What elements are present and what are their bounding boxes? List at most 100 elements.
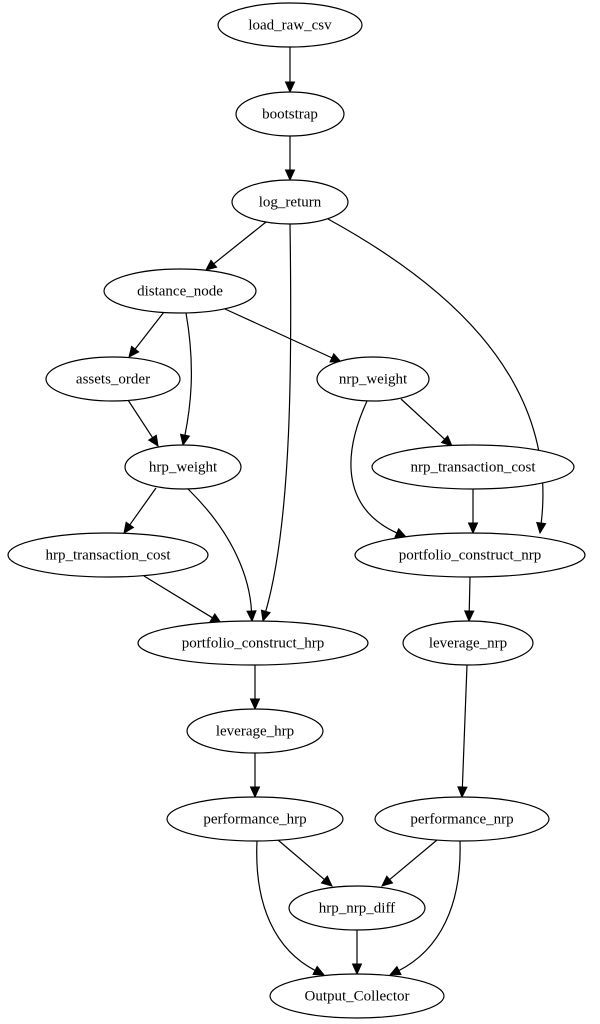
arrowhead-icon xyxy=(457,786,468,799)
node-label: hrp_nrp_diff xyxy=(319,900,395,916)
edge-hrp_weight-to-portfolio_construct_hrp xyxy=(187,488,257,623)
arrowhead-icon xyxy=(179,433,191,447)
edge-nrp_transaction_cost-to-portfolio_construct_nrp xyxy=(467,489,479,535)
edge-bootstrap-to-log_return xyxy=(284,136,296,182)
edge-distance_node-to-hrp_weight xyxy=(179,312,192,447)
edge-line xyxy=(134,311,165,351)
node-assets-order: assets_order xyxy=(45,356,181,402)
edge-portfolio_construct_hrp-to-leverage_hrp xyxy=(249,665,261,711)
edge-leverage_nrp-to-performance_nrp xyxy=(457,664,468,799)
arrowhead-icon xyxy=(312,965,326,976)
edge-log_return-to-distance_node xyxy=(205,221,267,271)
node-ellipse xyxy=(235,91,345,137)
node-label: hrp_transaction_cost xyxy=(46,547,172,563)
node-log-return: log_return xyxy=(231,179,349,225)
node-label: hrp_weight xyxy=(149,459,218,475)
arrowhead-icon xyxy=(388,965,402,976)
edge-performance_hrp-to-hrp_nrp_diff xyxy=(277,839,333,887)
node-ellipse xyxy=(316,356,430,402)
arrowhead-icon xyxy=(249,698,261,711)
arrowhead-icon xyxy=(123,521,135,534)
node-label: portfolio_construct_hrp xyxy=(182,635,324,651)
node-ellipse xyxy=(374,796,550,842)
edge-line xyxy=(350,400,399,534)
edge-leverage_hrp-to-performance_hrp xyxy=(249,753,261,799)
node-bootstrap: bootstrap xyxy=(235,91,345,137)
node-portfolio-construct-hrp: portfolio_construct_hrp xyxy=(137,620,369,666)
node-label: log_return xyxy=(259,194,322,210)
edge-line xyxy=(184,312,192,437)
arrowhead-icon xyxy=(249,786,261,799)
edge-line xyxy=(461,664,468,789)
edge-load_raw_csv-to-bootstrap xyxy=(284,47,296,94)
arrowhead-icon xyxy=(205,259,218,271)
edge-hrp_nrp_diff-to-Output_Collector xyxy=(351,930,363,976)
edge-hrp_transaction_cost-to-portfolio_construct_hrp xyxy=(143,575,223,624)
arrowhead-icon xyxy=(246,610,257,623)
arrowhead-icon xyxy=(329,352,343,363)
node-label: distance_node xyxy=(137,283,223,299)
edge-nrp_weight-to-nrp_transaction_cost xyxy=(400,398,453,447)
arrowhead-icon xyxy=(394,527,408,538)
node-label: leverage_nrp xyxy=(429,635,507,651)
node-ellipse xyxy=(288,885,426,931)
node-leverage-hrp: leverage_hrp xyxy=(186,708,324,754)
node-ellipse xyxy=(217,2,363,48)
arrowhead-icon xyxy=(351,963,363,976)
arrowhead-icon xyxy=(440,435,453,447)
node-ellipse xyxy=(354,532,586,578)
arrowhead-icon xyxy=(320,875,333,887)
arrowhead-icon xyxy=(284,169,296,182)
edge-line xyxy=(256,840,317,972)
node-ellipse xyxy=(231,179,349,225)
edge-line xyxy=(400,398,446,441)
edge-line xyxy=(128,487,157,527)
node-label: assets_order xyxy=(76,371,150,387)
arrowhead-icon xyxy=(463,610,475,623)
node-label: performance_hrp xyxy=(203,811,306,827)
node-hrp-weight: hrp_weight xyxy=(124,444,242,490)
edge-line xyxy=(127,399,154,439)
node-nrp-transaction-cost: nrp_transaction_cost xyxy=(371,444,575,490)
edge-log_return-to-portfolio_construct_hrp xyxy=(260,223,292,623)
node-ellipse xyxy=(186,708,324,754)
node-label: load_raw_csv xyxy=(248,17,332,33)
node-label: Output_Collector xyxy=(305,988,410,1004)
node-ellipse xyxy=(371,444,575,490)
node-portfolio-construct-nrp: portfolio_construct_nrp xyxy=(354,532,586,578)
node-label: bootstrap xyxy=(262,106,318,122)
arrowhead-icon xyxy=(147,434,159,448)
arrowhead-icon xyxy=(284,81,296,94)
node-distance-node: distance_node xyxy=(103,268,257,314)
node-hrp-nrp-diff: hrp_nrp_diff xyxy=(288,885,426,931)
node-load-raw-csv: load_raw_csv xyxy=(217,2,363,48)
node-performance-hrp: performance_hrp xyxy=(166,796,344,842)
edge-performance_nrp-to-Output_Collector xyxy=(388,840,461,976)
node-ellipse xyxy=(269,973,445,1019)
edge-line xyxy=(388,839,438,881)
edge-performance_hrp-to-Output_Collector xyxy=(256,840,326,976)
arrowhead-icon xyxy=(128,345,140,358)
nodes-layer: load_raw_csv bootstrap log_return distance_… xyxy=(7,2,586,1019)
node-hrp-transaction-cost: hrp_transaction_cost xyxy=(7,532,209,578)
arrowhead-icon xyxy=(381,875,394,887)
edge-line xyxy=(187,488,253,613)
node-label: leverage_hrp xyxy=(216,723,294,739)
node-label: performance_nrp xyxy=(410,811,513,827)
edge-hrp_weight-to-hrp_transaction_cost xyxy=(123,487,157,534)
arrowhead-icon xyxy=(467,522,479,535)
arrowhead-icon xyxy=(536,521,547,535)
node-ellipse xyxy=(137,620,369,666)
node-ellipse xyxy=(45,356,181,402)
node-output-collector: Output_Collector xyxy=(269,973,445,1019)
node-ellipse xyxy=(124,444,242,490)
edge-distance_node-to-assets_order xyxy=(128,311,165,358)
edge-line xyxy=(212,221,267,265)
node-label: portfolio_construct_nrp xyxy=(399,547,541,563)
edge-distance_node-to-nrp_weight xyxy=(224,308,343,363)
node-ellipse xyxy=(7,532,209,578)
node-label: nrp_transaction_cost xyxy=(411,459,537,475)
node-nrp-weight: nrp_weight xyxy=(316,356,430,402)
arrowhead-icon xyxy=(260,609,271,623)
